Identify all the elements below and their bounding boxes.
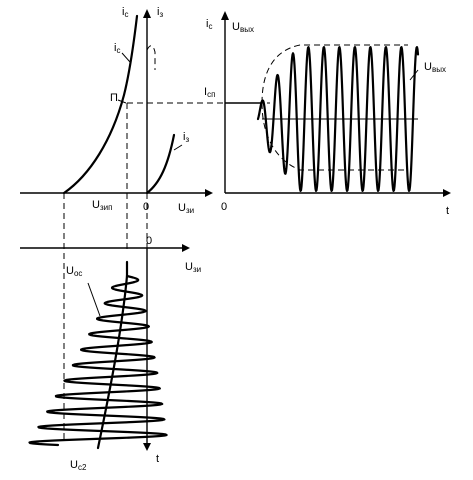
output-y-axis-right-label: Uвых (232, 21, 254, 34)
threshold-label: Uзип (92, 199, 112, 212)
curve-iz-label: iз (183, 131, 189, 144)
pointer-output-signal (409, 69, 419, 81)
transfer-x-axis-arrow (205, 189, 213, 197)
input-waveform-plot: Uзи 0 Uос Uc2 t (20, 235, 201, 472)
curve-ic-dashed-top (146, 45, 156, 70)
curve-ic-label: ic (114, 42, 120, 55)
transfer-origin-label: 0 (143, 201, 149, 213)
output-y-axis-left-label: ic (206, 18, 212, 31)
transfer-y-axis-left-label: ic (122, 6, 128, 19)
output-t-axis-arrow (443, 189, 451, 197)
output-origin-label: 0 (221, 201, 227, 213)
quiescent-current-label: Iсп (204, 86, 215, 99)
pointer-bias (87, 282, 101, 317)
output-signal-label: Uвых (424, 61, 446, 74)
bias-drift-curve (96, 274, 129, 450)
pointer-ic (121, 52, 131, 63)
input-signal-label: Uc2 (70, 459, 87, 472)
pointer-iz (173, 144, 183, 151)
pointer-point-p (117, 99, 127, 104)
input-x-axis-arrow (182, 244, 190, 252)
transfer-characteristic-plot: ic iз ic iз П Uзи Uзип 0 (20, 6, 270, 440)
curve-ic (62, 14, 139, 195)
transfer-y-axis-right-label: iз (157, 6, 163, 19)
input-t-axis-arrow (143, 443, 151, 451)
input-voltage-waveform (28, 274, 168, 447)
output-t-label: t (446, 205, 449, 217)
input-x-axis-label: Uзи (185, 261, 201, 274)
input-t-label: t (156, 453, 159, 465)
transfer-y-axis-arrow (143, 9, 151, 18)
input-origin-label: 0 (146, 235, 152, 247)
curve-iz (145, 133, 176, 195)
bias-label: Uос (66, 265, 82, 278)
operating-point-label: П (110, 92, 118, 104)
output-y-axis-arrow (221, 11, 229, 20)
output-waveform-plot: ic Uвых Iсп Uвых 0 t (204, 11, 451, 217)
output-voltage-waveform (256, 46, 420, 192)
transfer-x-axis-label: Uзи (178, 202, 194, 215)
